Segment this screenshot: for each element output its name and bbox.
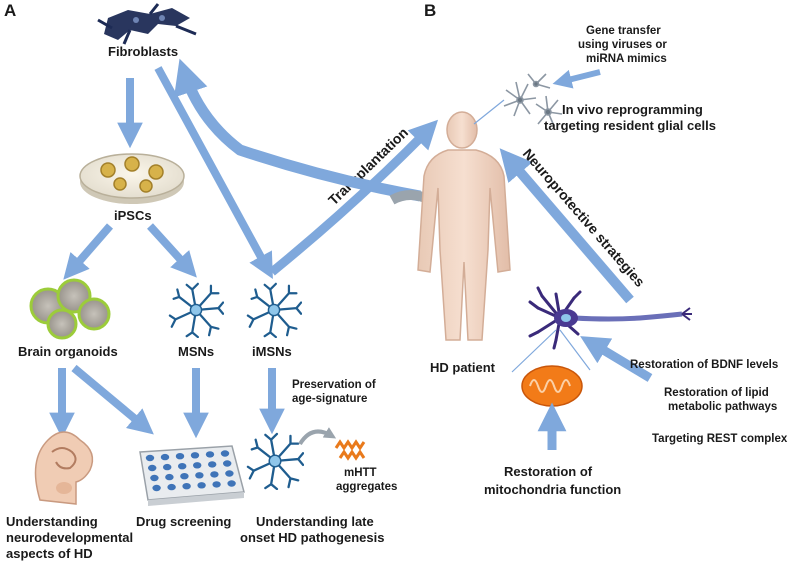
aggregate-arrow [298, 427, 337, 446]
mito-line2: mitochondria function [484, 482, 621, 497]
well [210, 471, 219, 478]
bdnf-label: Restoration of BDNF levels [630, 359, 778, 371]
panel-label-a: A [4, 1, 16, 20]
well [152, 484, 161, 492]
arrow-fibroblasts-to-imsns [154, 66, 273, 279]
understanding-neuro-line2: neurodevelopmental [6, 530, 133, 545]
mito-pointer-right [559, 329, 591, 371]
gene-transfer-line2: using viruses or [578, 39, 667, 51]
well [197, 482, 206, 489]
mhtt-label-line2: aggregates [336, 481, 397, 493]
drug-screening-label: Drug screening [136, 514, 231, 529]
lipid-line1: Restoration of lipid [664, 387, 769, 399]
mhtt-aggregates-illustration [334, 439, 366, 461]
msns-neuron-icon [168, 282, 224, 338]
understanding-late-line1: Understanding late [256, 514, 374, 529]
in-vivo-line2: targeting resident glial cells [544, 118, 716, 133]
well [175, 453, 185, 460]
imsns-neuron-icon [246, 282, 302, 338]
arrow-ipscs-to-msns [147, 223, 197, 278]
late-onset-neuron-icon [246, 432, 304, 490]
arrow-gene-transfer [552, 69, 601, 89]
msns-label: MSNs [178, 344, 214, 359]
arrow-transplantation [269, 119, 439, 276]
mitochondrion-illustration [521, 365, 583, 407]
well [212, 481, 221, 488]
mito-line1: Restoration of [504, 464, 593, 479]
well [148, 464, 157, 472]
well [208, 461, 217, 468]
rest-label: Targeting REST complex [652, 433, 788, 445]
well [178, 463, 187, 470]
well [225, 470, 234, 477]
preservation-label-line2: age-signature [292, 393, 367, 405]
understanding-neuro-line3: aspects of HD [6, 546, 93, 561]
lipid-line2: metabolic pathways [668, 401, 777, 413]
well [163, 463, 172, 471]
neuroprotective-label: Neuroprotective strategies [520, 145, 649, 290]
in-vivo-line1: In vivo reprogramming [562, 102, 703, 117]
well [160, 453, 170, 461]
brain-organoids-illustration [29, 278, 111, 340]
glial-pointer-line [473, 99, 505, 125]
brain-organoids-label: Brain organoids [18, 344, 118, 359]
well [227, 480, 236, 487]
well [182, 483, 191, 490]
hd-patient-body [417, 111, 511, 341]
ipscs-dish-illustration [79, 153, 185, 204]
arrow-neuroprotective [499, 148, 634, 304]
imsns-label: iMSNs [252, 344, 292, 359]
well [145, 454, 155, 462]
arrow-organoids-to-drug [71, 364, 154, 435]
well [223, 460, 232, 467]
embryo-illustration [34, 431, 94, 505]
well [193, 462, 202, 469]
preservation-label-line1: Preservation of [292, 379, 376, 391]
arrow-patient-to-fibroblasts [173, 58, 421, 202]
well [195, 472, 204, 479]
arrow-bdnf [580, 336, 653, 382]
panel-label-b: B [424, 1, 436, 20]
well [205, 451, 215, 458]
well [150, 474, 159, 482]
mhtt-label-line1: mHTT [344, 467, 377, 479]
neuron-b-illustration [528, 286, 692, 350]
understanding-neuro-line1: Understanding [6, 514, 98, 529]
glial-cells-illustration [503, 73, 563, 127]
gene-transfer-line1: Gene transfer [586, 25, 661, 37]
well-plate-illustration [139, 445, 245, 506]
well [167, 483, 176, 491]
well [220, 450, 230, 457]
well [165, 473, 174, 481]
mito-pointer-left [511, 329, 557, 373]
well [180, 473, 189, 480]
hd-patient-label: HD patient [430, 360, 496, 375]
fibroblasts-illustration [97, 3, 197, 45]
flow-arrows-a [49, 66, 285, 439]
ipscs-label: iPSCs [114, 208, 152, 223]
understanding-late-line2: onset HD pathogenesis [240, 530, 384, 545]
arrow-ipscs-to-organoids [63, 223, 114, 280]
well [190, 452, 200, 459]
fibroblasts-label: Fibroblasts [108, 44, 178, 59]
gene-transfer-line3: miRNA mimics [586, 53, 667, 65]
